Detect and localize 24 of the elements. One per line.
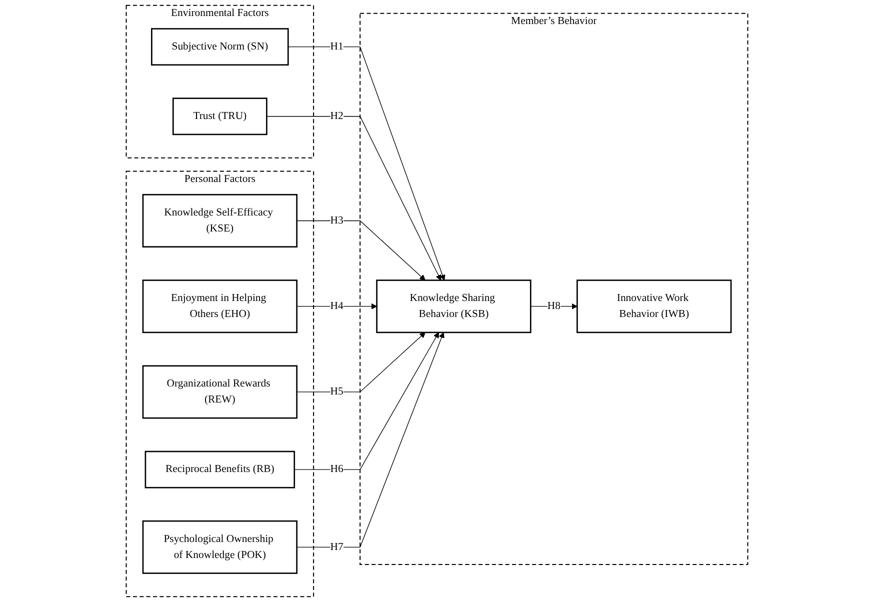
edge-label: H1 bbox=[330, 40, 344, 52]
edge-label: H8 bbox=[547, 300, 560, 312]
arrow bbox=[296, 303, 378, 310]
node-box: Knowledge Self-Efficacy (KSE) bbox=[142, 194, 298, 248]
node-box: Subjective Norm (SN) bbox=[151, 28, 289, 66]
node-box: Innovative Work Behavior (IWB) bbox=[576, 280, 732, 334]
arrow bbox=[296, 220, 426, 281]
edge-label: H6 bbox=[330, 464, 344, 475]
node-box: Knowledge Sharing Behavior (KSB) bbox=[376, 280, 532, 334]
node-box: Psychological Ownership of Knowledge (POK) bbox=[142, 520, 298, 574]
edge-label: H2 bbox=[330, 110, 344, 122]
arrow bbox=[266, 116, 442, 281]
edge-label: H5 bbox=[330, 386, 344, 398]
edge-label: H3 bbox=[330, 214, 344, 226]
node-box: Trust (TRU) bbox=[172, 98, 268, 136]
node-box: Enjoyment in Helping Others (EHO) bbox=[142, 280, 298, 334]
arrow bbox=[296, 332, 426, 392]
arrow bbox=[294, 332, 440, 470]
arrow bbox=[288, 46, 446, 281]
node-box: Organizational Rewards (REW) bbox=[142, 365, 298, 419]
arrow bbox=[296, 332, 444, 548]
edge-label: H4 bbox=[330, 300, 344, 312]
node-box: Reciprocal Benefits (RB) bbox=[144, 450, 296, 488]
edge-label: H7 bbox=[330, 541, 344, 552]
